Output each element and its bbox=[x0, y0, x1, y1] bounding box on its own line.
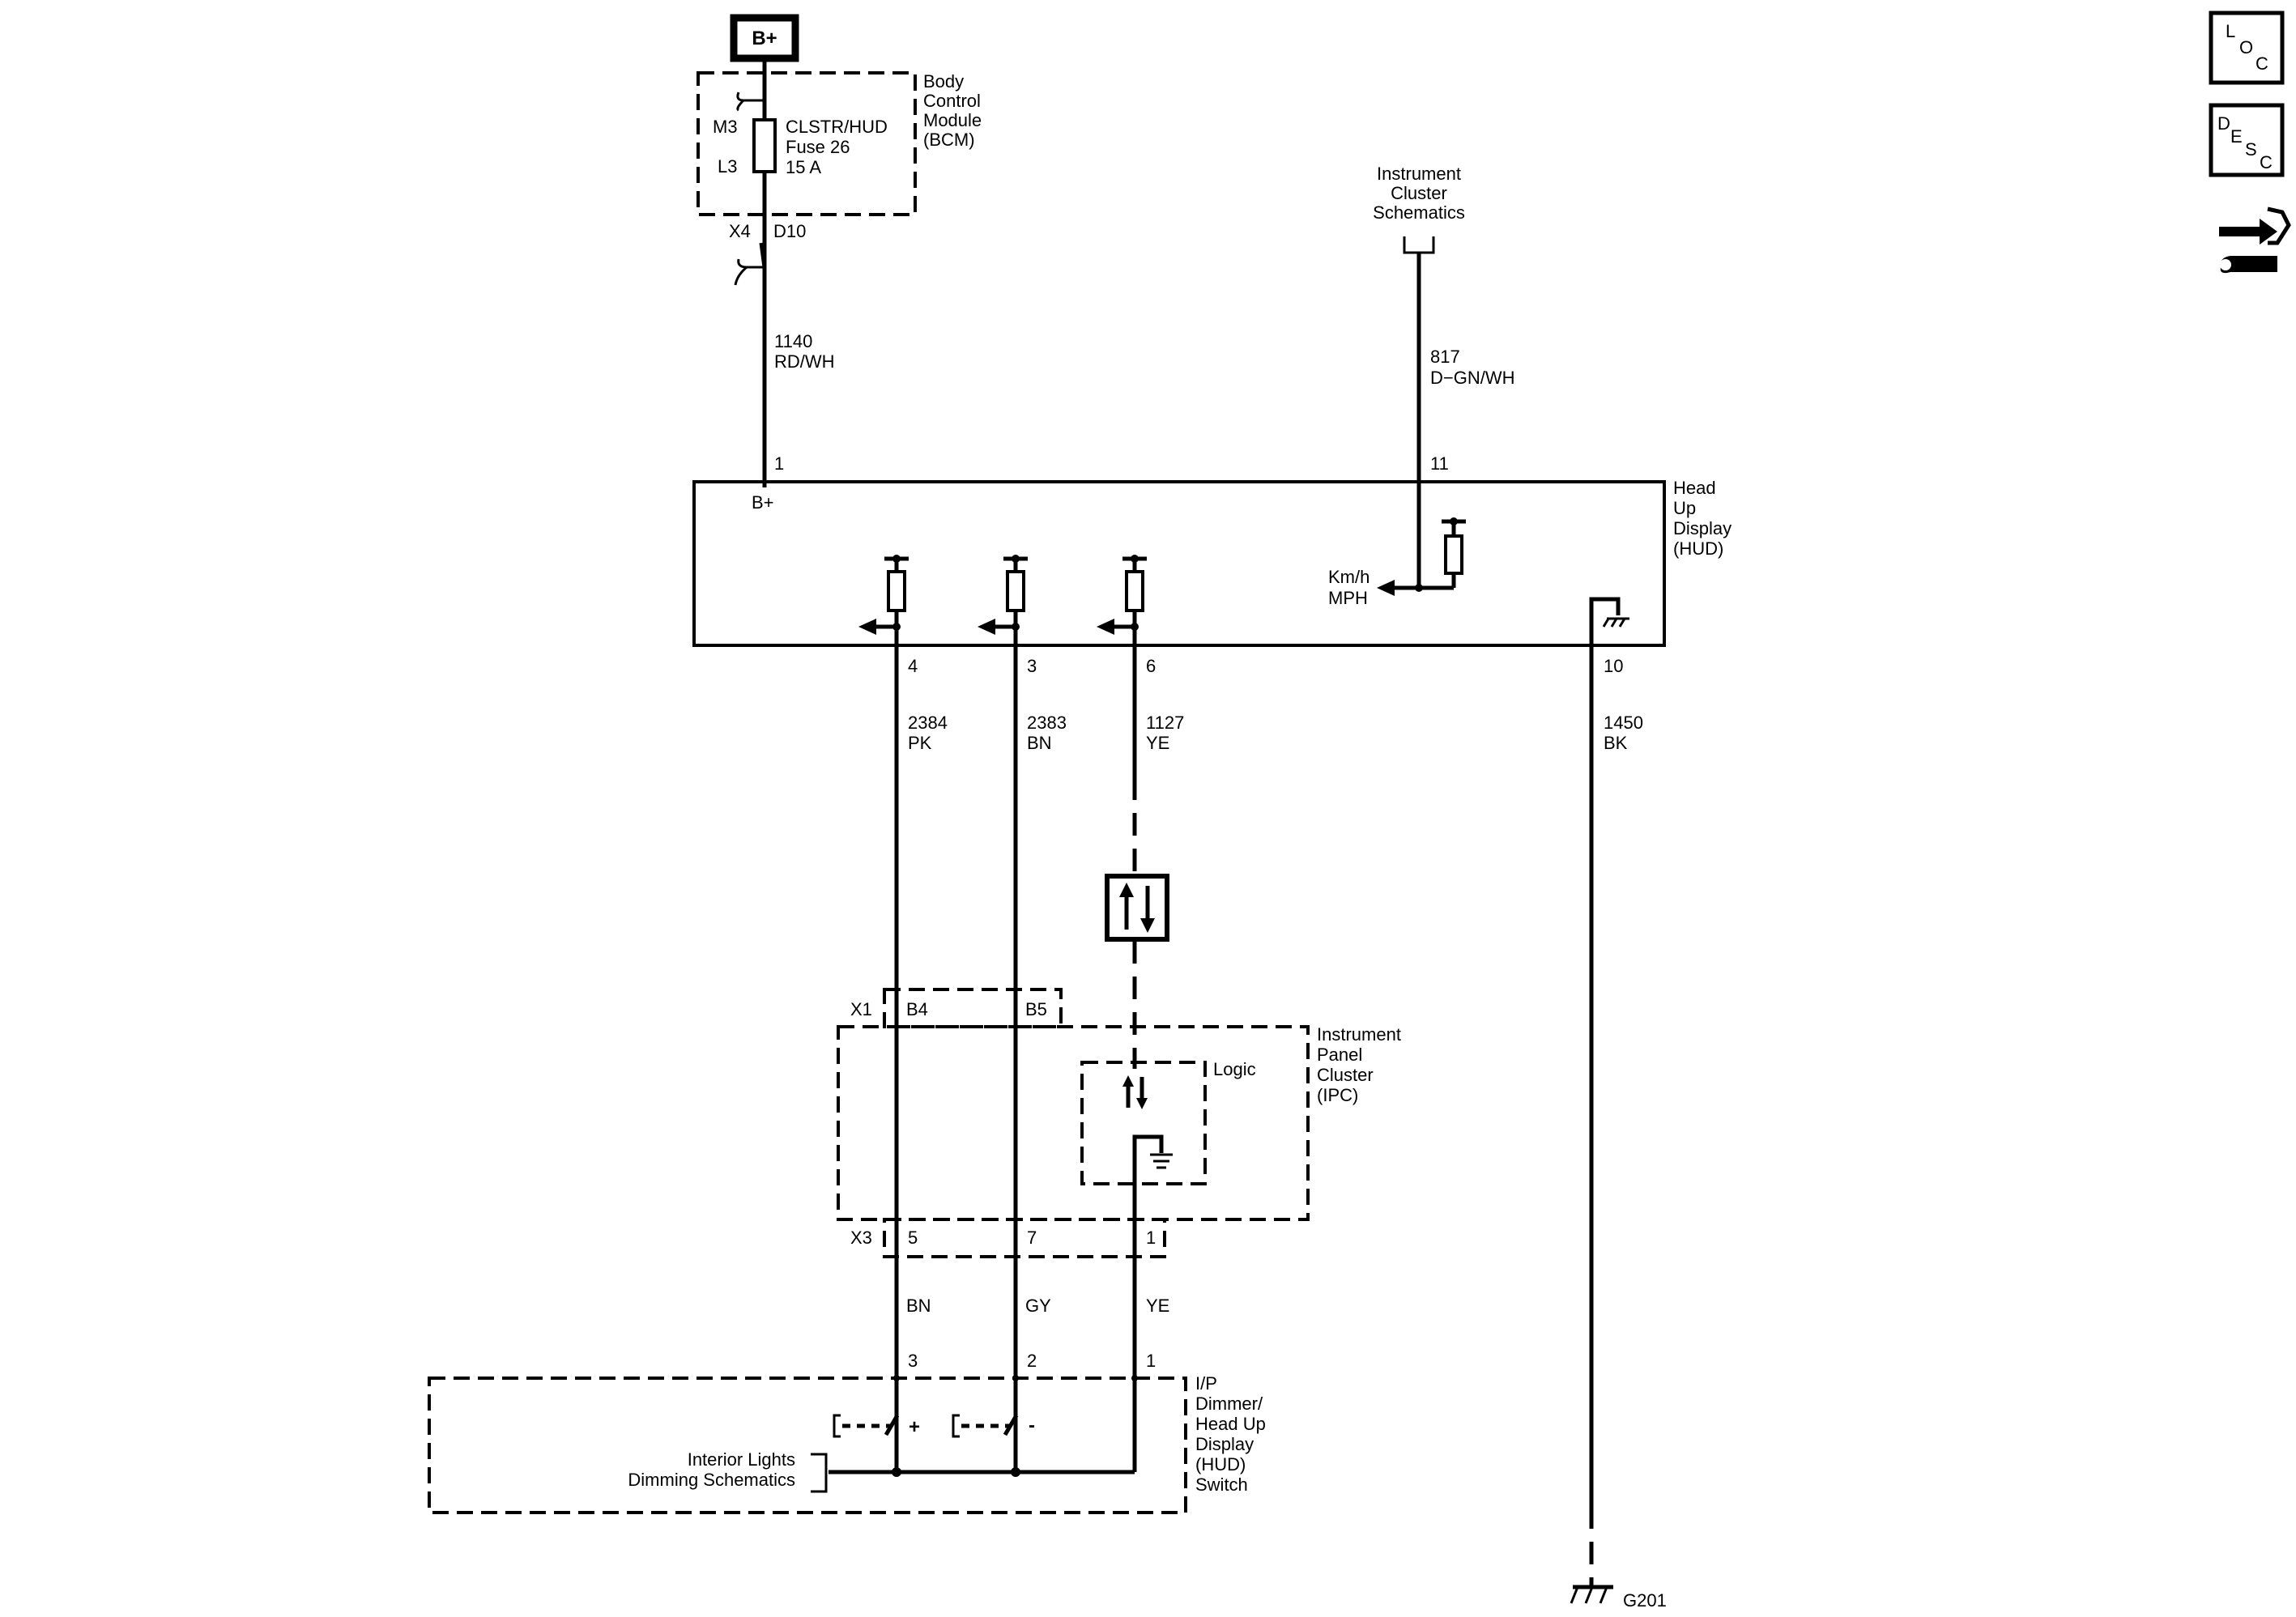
wire-817-color: D−GN/WH bbox=[1430, 368, 1515, 388]
connector-repair-icon[interactable] bbox=[2219, 206, 2291, 274]
ipc-b5: B5 bbox=[1025, 999, 1047, 1019]
desc-letter-d: D bbox=[2217, 113, 2230, 134]
head-up-display: Head Up Display (HUD) 1 11 B+ Km/h MPH 4… bbox=[692, 453, 1732, 676]
bcm-connector-x4: X4 bbox=[729, 221, 751, 241]
switch-name-5: (HUD) bbox=[1195, 1454, 1246, 1474]
bcm-name-2: Control bbox=[923, 91, 981, 111]
wire-2384-color: PK bbox=[908, 733, 932, 753]
switch-name-2: Dimmer/ bbox=[1195, 1394, 1263, 1414]
serial-data-icon bbox=[1105, 874, 1169, 942]
ipc-name-2: Panel bbox=[1317, 1045, 1362, 1065]
ground-g201-icon: G201 bbox=[1570, 1585, 1667, 1611]
ground-label: G201 bbox=[1623, 1590, 1667, 1611]
hud-name-2: Up bbox=[1673, 498, 1696, 518]
ic-ref-1: Instrument bbox=[1377, 164, 1461, 184]
ipc-pin-1: 1 bbox=[1146, 1228, 1156, 1248]
instrument-panel-cluster: X1 B4 B5 Instrument Panel Cluster (IPC) … bbox=[837, 988, 1401, 1258]
switch-name-3: Head Up bbox=[1195, 1414, 1266, 1434]
body-control-module: Body Control Module (BCM) M3 L3 CLSTR/HU… bbox=[696, 71, 982, 241]
ic-ref-2: Cluster bbox=[1391, 183, 1447, 203]
wire-1127-color: YE bbox=[1146, 733, 1169, 753]
hud-pin-3: 3 bbox=[1027, 656, 1037, 676]
wire-1140-circuit: 1140 bbox=[774, 331, 812, 351]
hud-pin-10: 10 bbox=[1604, 656, 1623, 676]
switch-wire-gy: GY bbox=[1025, 1296, 1051, 1316]
ipc-pin-5: 5 bbox=[908, 1228, 918, 1248]
switch-minus: - bbox=[1029, 1415, 1035, 1436]
loc-letter-o: O bbox=[2239, 37, 2253, 57]
loc-letter-l: L bbox=[2226, 21, 2235, 41]
hud-pin-6: 6 bbox=[1146, 656, 1156, 676]
dimmer-hud-switch: 3 2 1 I/P Dimmer/ Head Up Display (HUD) … bbox=[428, 1328, 1266, 1514]
loc-letter-c: C bbox=[2256, 53, 2268, 74]
desc-letter-e: E bbox=[2230, 126, 2243, 147]
ipc-logic: Logic bbox=[1213, 1059, 1256, 1079]
ipc-name-4: (IPC) bbox=[1317, 1085, 1358, 1105]
bcm-name-1: Body bbox=[923, 71, 964, 91]
bcm-pin-d10: D10 bbox=[773, 221, 806, 241]
fuse-label-1: CLSTR/HUD bbox=[786, 117, 888, 137]
hud-name-1: Head bbox=[1673, 478, 1716, 498]
logic-ground-icon bbox=[1132, 1134, 1173, 1328]
wire-2383-circuit: 2383 bbox=[1027, 713, 1067, 733]
ipc-x1: X1 bbox=[850, 999, 872, 1019]
instrument-cluster-ref: Instrument Cluster Schematics bbox=[1373, 164, 1465, 254]
hud-speed-1: Km/h bbox=[1328, 567, 1370, 587]
hud-pin-1: 1 bbox=[774, 453, 784, 474]
hud-pin-4: 4 bbox=[908, 656, 918, 676]
fuse-label-3: 15 A bbox=[786, 157, 821, 177]
hud-name-4: (HUD) bbox=[1673, 538, 1723, 559]
switch-plus: + bbox=[909, 1416, 920, 1438]
hud-speed-2: MPH bbox=[1328, 588, 1368, 608]
wire-1140-color: RD/WH bbox=[774, 351, 835, 372]
switch-pin-3: 3 bbox=[908, 1351, 918, 1371]
switch-pin-1: 1 bbox=[1146, 1351, 1156, 1371]
ic-ref-3: Schematics bbox=[1373, 202, 1465, 223]
loc-icon[interactable]: L O C bbox=[2209, 11, 2285, 85]
hud-input-circuits bbox=[858, 555, 1147, 635]
switch-name-1: I/P bbox=[1195, 1373, 1217, 1394]
desc-icon[interactable]: D E S C bbox=[2209, 103, 2285, 177]
bcm-pin-m3: M3 bbox=[713, 117, 738, 137]
switch-name-4: Display bbox=[1195, 1434, 1254, 1454]
power-label: B+ bbox=[752, 28, 777, 49]
bcm-name-3: Module bbox=[923, 110, 982, 130]
desc-letter-c: C bbox=[2260, 152, 2273, 172]
wire-1450-circuit: 1450 bbox=[1604, 713, 1643, 733]
bcm-name-4: (BCM) bbox=[923, 130, 975, 150]
wire-2384-circuit: 2384 bbox=[908, 713, 948, 733]
switch-name-6: Switch bbox=[1195, 1474, 1248, 1495]
fuse-label-2: Fuse 26 bbox=[786, 137, 850, 157]
wire-817-circuit: 817 bbox=[1430, 347, 1460, 367]
wire-1450-color: BK bbox=[1604, 733, 1628, 753]
ipc-name-3: Cluster bbox=[1317, 1065, 1374, 1085]
ipc-name-1: Instrument bbox=[1317, 1024, 1401, 1045]
desc-letter-s: S bbox=[2245, 139, 2257, 160]
hud-name-3: Display bbox=[1673, 518, 1732, 538]
switch-wire-bn: BN bbox=[906, 1296, 931, 1316]
x4-connector-mark bbox=[734, 258, 765, 286]
ipc-x3: X3 bbox=[850, 1228, 872, 1248]
ipc-pin-7: 7 bbox=[1027, 1228, 1037, 1248]
switch-wire-ye: YE bbox=[1146, 1296, 1169, 1316]
hud-pin-11: 11 bbox=[1430, 453, 1449, 474]
wire-1127-circuit: 1127 bbox=[1146, 713, 1184, 733]
hud-bplus: B+ bbox=[752, 492, 774, 513]
wire-2383-color: BN bbox=[1027, 733, 1052, 753]
power-source: B+ bbox=[730, 14, 799, 62]
switch-pin-2: 2 bbox=[1027, 1351, 1037, 1371]
logic-data-icon bbox=[1122, 1075, 1148, 1109]
switch-ref-1: Interior Lights bbox=[688, 1449, 795, 1470]
bcm-pin-l3: L3 bbox=[718, 156, 737, 177]
ipc-b4: B4 bbox=[906, 999, 928, 1019]
switch-ref-2: Dimming Schematics bbox=[628, 1470, 795, 1490]
fuse-26-symbol bbox=[752, 118, 777, 173]
